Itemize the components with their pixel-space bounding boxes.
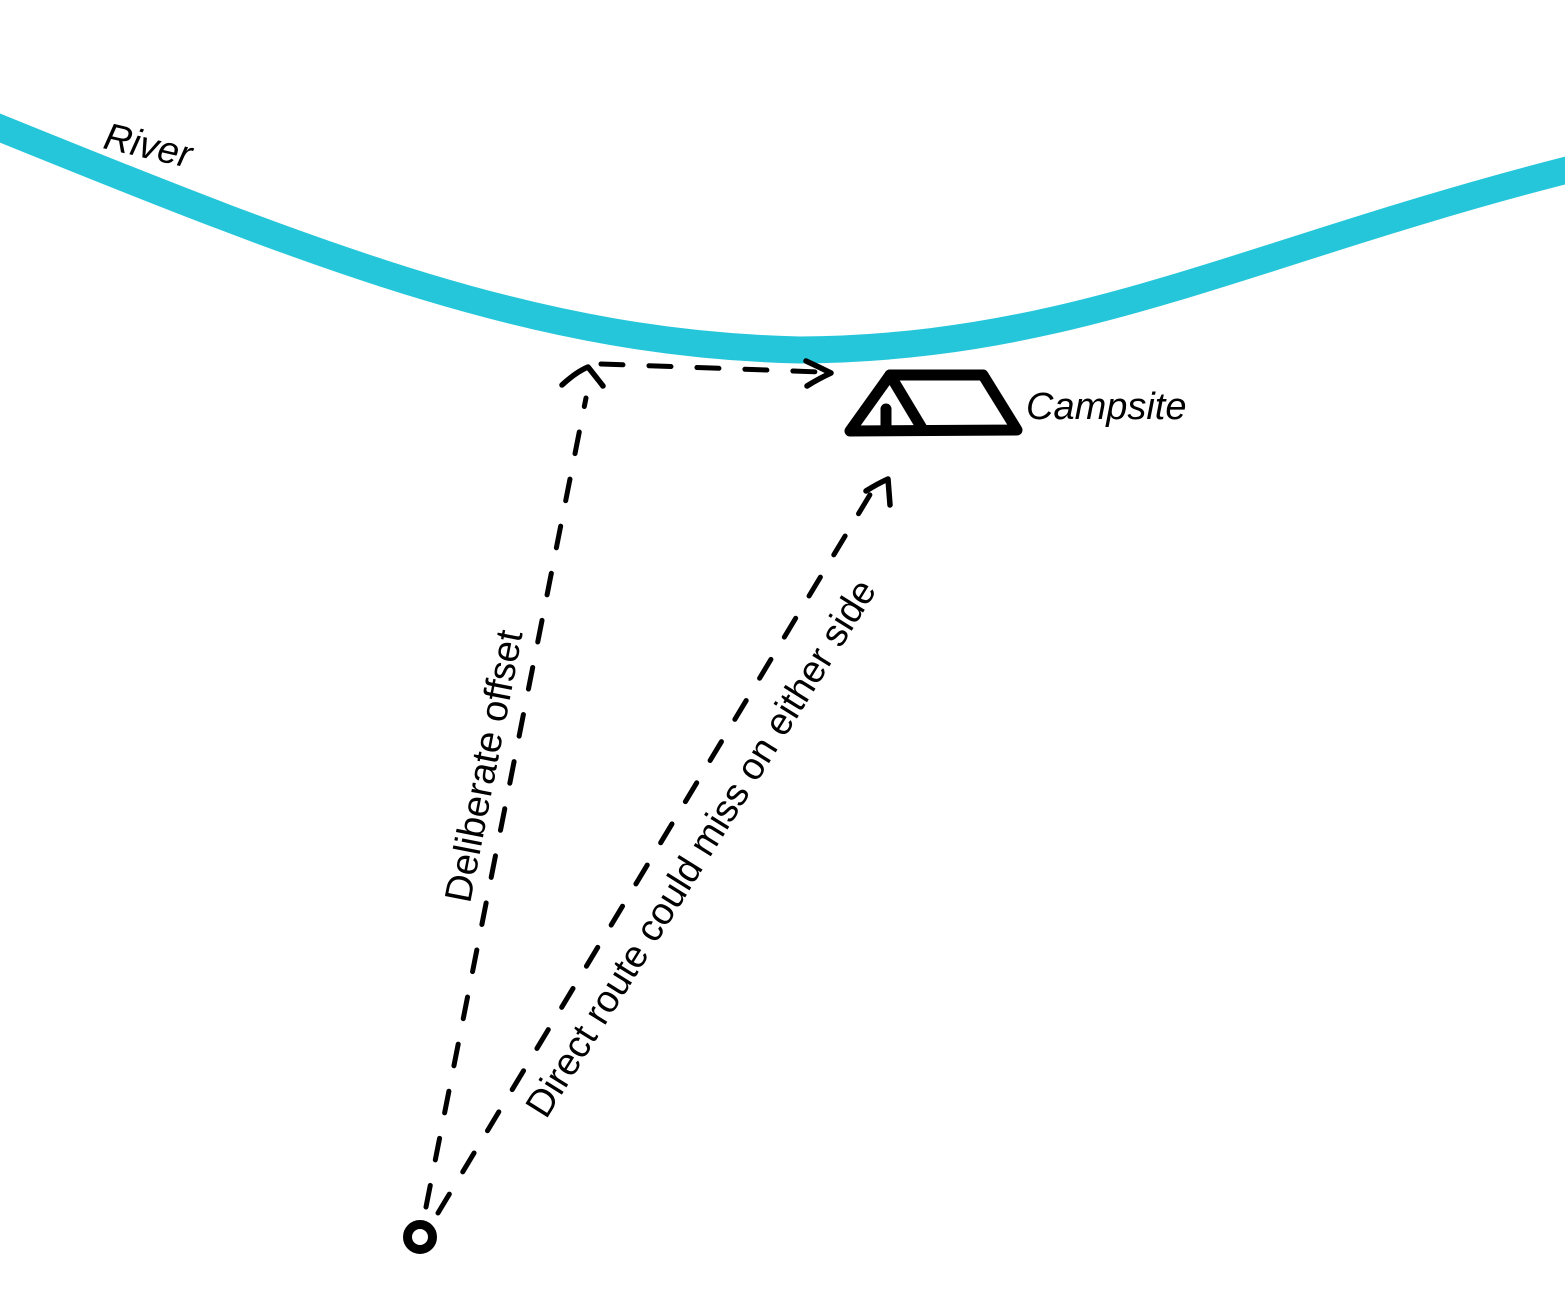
direct-route xyxy=(435,476,893,1216)
along-river-line xyxy=(598,361,823,375)
offset-route-arrowhead-icon xyxy=(559,364,606,389)
direct-route-label: Direct route could miss on either side xyxy=(518,572,885,1124)
along-river-route xyxy=(598,358,834,389)
tent-outline xyxy=(844,369,1023,437)
offset-route-line xyxy=(423,395,589,1210)
direct-route-arrowhead-icon xyxy=(863,476,893,508)
campsite-label: Campsite xyxy=(1026,386,1187,428)
offset-route xyxy=(423,364,606,1210)
start-point-marker xyxy=(403,1220,437,1254)
tent-front-edge xyxy=(884,369,929,436)
river-shape xyxy=(0,113,1565,364)
along-river-arrowhead-icon xyxy=(803,358,834,389)
direct-route-line xyxy=(435,485,877,1216)
offset-route-label: Deliberate offset xyxy=(438,626,532,905)
tent-icon xyxy=(844,369,1023,437)
